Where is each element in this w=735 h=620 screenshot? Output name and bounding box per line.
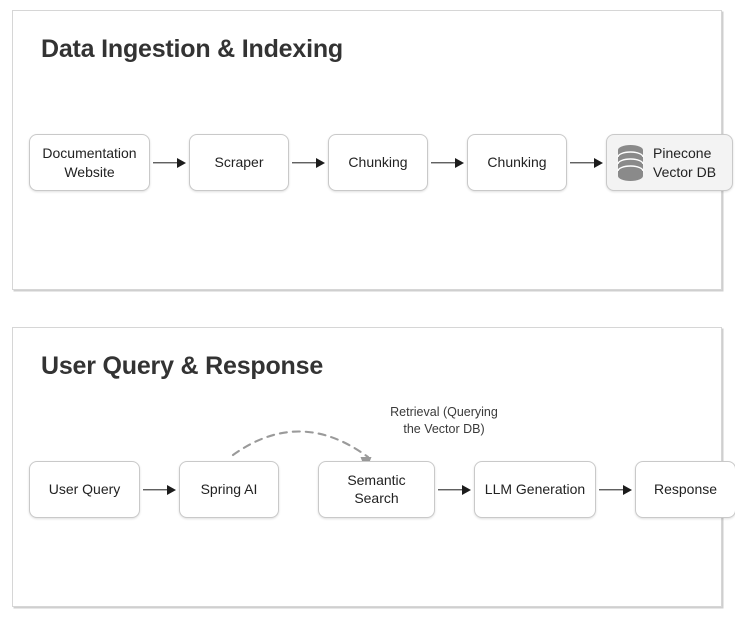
node-documentation-website[interactable]: Documentation Website: [29, 134, 150, 191]
node-label: Scraper: [214, 153, 264, 170]
node-llm-generation[interactable]: LLM Generation: [474, 461, 596, 518]
retrieval-line-2: the Vector DB): [403, 421, 485, 436]
flow-user-query: User Query Spring AI Semantic Search LLM…: [29, 461, 735, 518]
node-scraper[interactable]: Scraper: [189, 134, 289, 191]
retrieval-line-1: Retrieval (Querying: [390, 405, 498, 419]
arrow-right-icon: [140, 484, 179, 496]
node-label: Semantic Search: [347, 472, 406, 506]
node-label: Pinecone Vector DB: [653, 144, 716, 180]
arrow-right-icon: [289, 157, 328, 169]
node-label: Spring AI: [200, 480, 258, 497]
arrow-right-icon: [567, 157, 606, 169]
arrow-right-icon: [150, 157, 189, 169]
node-line-2: Vector DB: [653, 163, 717, 180]
node-label: User Query: [48, 480, 121, 497]
node-label: LLM Generation: [484, 480, 586, 497]
node-label: Chunking: [348, 153, 408, 170]
node-line-1: Pinecone: [653, 145, 712, 162]
node-response[interactable]: Response: [635, 461, 735, 518]
node-line-1: Documentation: [42, 145, 137, 162]
node-user-query[interactable]: User Query: [29, 461, 140, 518]
database-icon: [617, 144, 644, 181]
node-pinecone-vector-db[interactable]: Pinecone Vector DB: [606, 134, 733, 191]
node-label: Response: [653, 480, 718, 497]
panel-title-user-query-response: User Query & Response: [41, 352, 324, 380]
node-label: Chunking: [487, 153, 547, 170]
node-line-2: Website: [64, 163, 115, 180]
arrow-right-icon: [596, 484, 635, 496]
node-semantic-search[interactable]: Semantic Search: [318, 461, 435, 518]
retrieval-annotation-label: Retrieval (Querying the Vector DB): [370, 404, 518, 438]
node-label: Documentation Website: [42, 144, 136, 180]
node-chunking-2[interactable]: Chunking: [467, 134, 567, 191]
node-spring-ai[interactable]: Spring AI: [179, 461, 279, 518]
arrow-right-icon: [435, 484, 474, 496]
node-chunking-1[interactable]: Chunking: [328, 134, 428, 191]
arrow-right-icon: [428, 157, 467, 169]
panel-title-data-ingestion: Data Ingestion & Indexing: [41, 35, 343, 63]
flow-data-ingestion: Documentation Website Scraper Chunking C…: [29, 134, 733, 191]
